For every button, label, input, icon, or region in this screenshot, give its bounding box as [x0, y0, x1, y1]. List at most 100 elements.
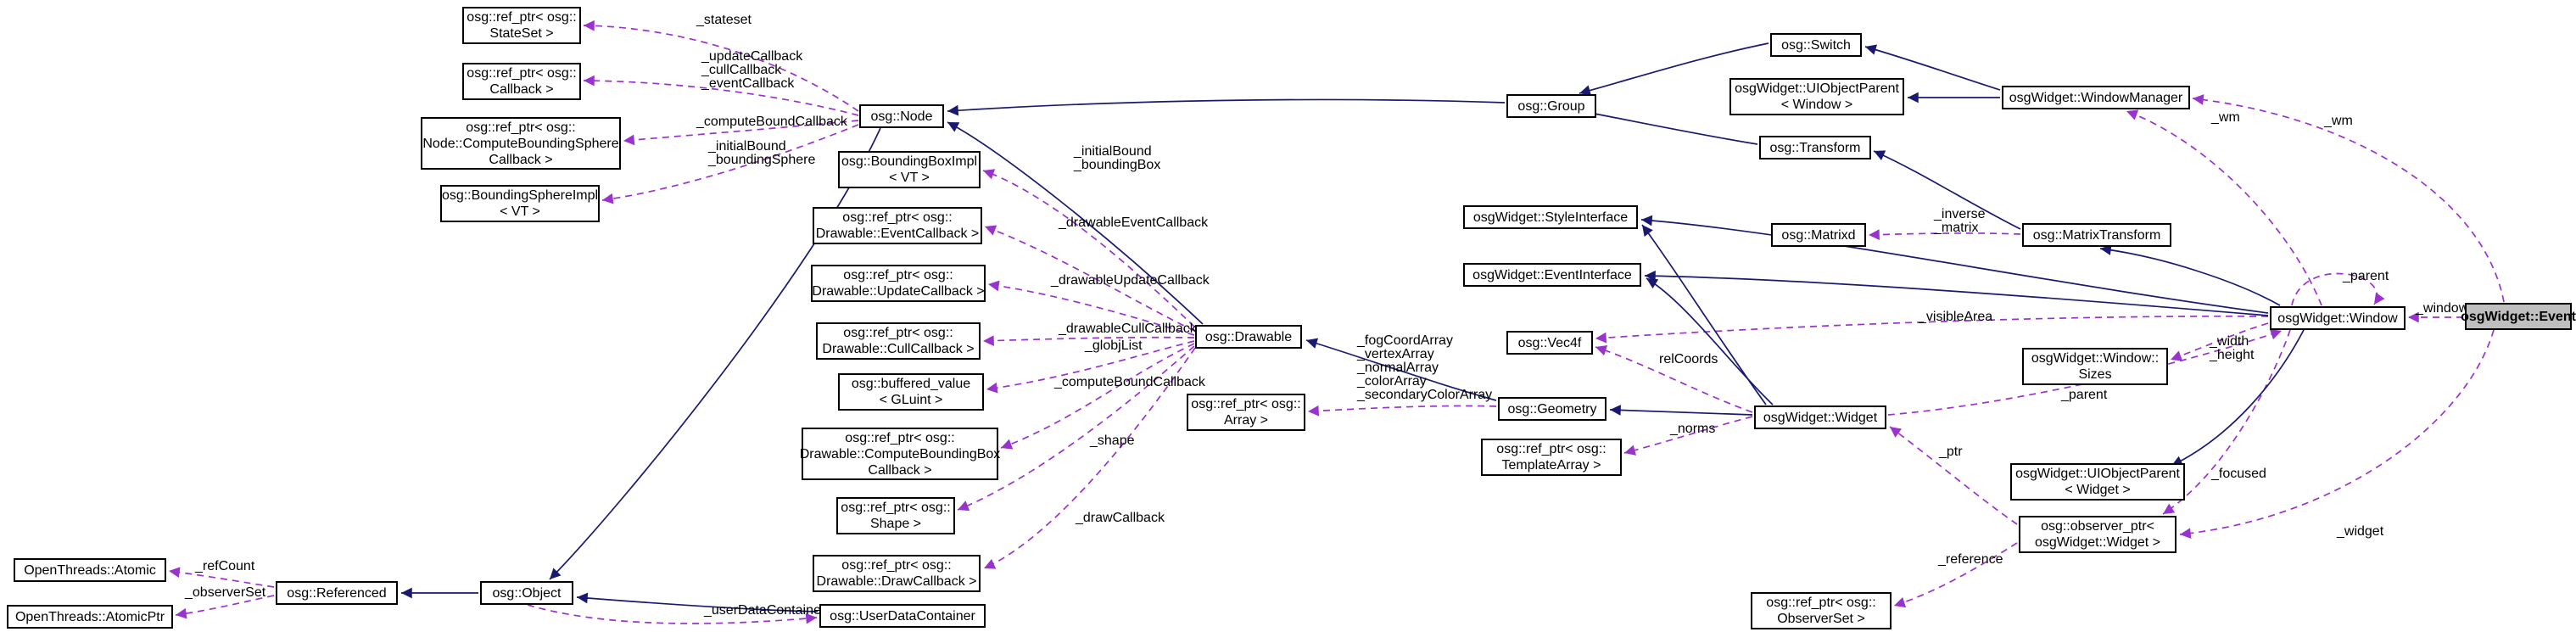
class-node-label: Drawable::ComputeBoundingBox: [799, 446, 1001, 461]
class-node-ref-shape[interactable]: osg::ref_ptr< osg::Shape >: [836, 497, 955, 534]
class-node-label: Callback >: [489, 152, 553, 167]
class-node-label: osg::ref_ptr< osg::: [845, 430, 955, 445]
class-node-ref-drawable-computeboundingboxcallback[interactable]: osg::ref_ptr< osg::Drawable::ComputeBoun…: [799, 428, 1001, 480]
class-node-transform[interactable]: osg::Transform: [1759, 136, 1871, 159]
class-node-openthreads-atomic[interactable]: OpenThreads::Atomic: [14, 558, 166, 582]
edge-label-group: _stateset_updateCallback_cullCallback_ev…: [184, 13, 2469, 618]
edge-label-node-to-computeboundcallback: _computeBoundCallback: [696, 115, 848, 129]
class-node-vec4f[interactable]: osg::Vec4f: [1506, 331, 1593, 355]
edge-window-to-visiblearea: [1595, 315, 2269, 344]
class-node-object[interactable]: osg::Object: [480, 581, 573, 605]
edge-label-event-to-widget: _widget: [2336, 524, 2384, 539]
class-node-drawable[interactable]: osg::Drawable: [1195, 325, 1302, 349]
edge-label-widget-to-norms: _norms: [1669, 422, 1715, 436]
edge-widget-to-norms: [1623, 416, 1753, 456]
class-node-uiobjectparent-widget[interactable]: osgWidget::UIObjectParent< Widget >: [2010, 463, 2185, 501]
edge-label-matrixtransform-to-matrix: _matrix: [1933, 221, 1978, 235]
class-node-label: osg::ref_ptr< osg::: [843, 268, 953, 282]
class-node-window-sizes[interactable]: osgWidget::Window::Sizes: [2022, 348, 2168, 385]
edge-label-node-to-callback: _eventCallback: [701, 76, 795, 91]
class-node-styleinterface[interactable]: osgWidget::StyleInterface: [1463, 205, 1638, 229]
class-node-openthreads-atomicptr[interactable]: OpenThreads::AtomicPtr: [7, 605, 173, 629]
class-node-eventinterface[interactable]: osgWidget::EventInterface: [1463, 263, 1641, 287]
class-node-label: osg::Referenced: [287, 585, 387, 601]
class-node-label: OpenThreads::AtomicPtr: [14, 609, 165, 624]
class-node-geometry[interactable]: osg::Geometry: [1498, 397, 1607, 421]
edge-label-node-to-stateset: _stateset: [696, 13, 752, 27]
edge-label-event-to-window: _window: [2415, 301, 2469, 316]
edge-window-to-width-height: [2170, 322, 2269, 361]
class-node-label: osgWidget::Widget: [1763, 410, 1878, 425]
class-node-ref-array[interactable]: osg::ref_ptr< osg::Array >: [1187, 394, 1305, 431]
class-node-boundingboximpl[interactable]: osg::BoundingBoxImpl< VT >: [838, 151, 981, 188]
edge-label-observerptr-to-reference: _reference: [1937, 552, 2003, 567]
class-node-boundingsphereimpl[interactable]: osg::BoundingSphereImpl< VT >: [440, 185, 600, 222]
edge-widget-to-relcoords: [1595, 344, 1753, 413]
class-node-ref-callback[interactable]: osg::ref_ptr< osg::Callback >: [462, 63, 581, 100]
edge-label-widget-to-relcoords: relCoords: [1659, 352, 1718, 366]
edge-label-drawable-to-eventcallback: _drawableEventCallback: [1058, 215, 1209, 230]
class-node-windowmanager[interactable]: osgWidget::WindowManager: [2002, 86, 2190, 109]
class-node-matrixd[interactable]: osg::Matrixd: [1771, 223, 1866, 247]
class-node-referenced[interactable]: osg::Referenced: [276, 581, 398, 605]
edge-window-inherits-styleinterface: [1640, 215, 2269, 314]
class-node-observer-ptr-widget[interactable]: osg::observer_ptr<osgWidget::Widget >: [2019, 516, 2176, 553]
class-node-uiobjectparent-window[interactable]: osgWidget::UIObjectParent< Window >: [1729, 78, 1904, 115]
class-node-node[interactable]: osg::Node: [859, 104, 944, 128]
edge-drawable-to-cullcallback: [982, 335, 1195, 346]
edge-drawable-to-globjlist: [986, 340, 1195, 394]
class-node-matrixtransform[interactable]: osg::MatrixTransform: [2022, 223, 2171, 247]
class-node-label: Drawable::UpdateCallback >: [812, 284, 985, 299]
class-node-ref-observerset[interactable]: osg::ref_ptr< osg::ObserverSet >: [1751, 592, 1891, 629]
edge-object-to-userdatacontainer: [527, 604, 818, 624]
edge-windowmanager-inherits-switch: [1864, 44, 2001, 91]
edge-label-drawable-to-computeboundcallback: _computeBoundCallback: [1053, 375, 1206, 389]
edge-label-drawable-to-drawcallback: _drawCallback: [1075, 511, 1165, 525]
class-node-ref-drawable-updatecallback[interactable]: osg::ref_ptr< osg::Drawable::UpdateCallb…: [811, 265, 986, 302]
class-node-ref-node-computeboundingspherecallback[interactable]: osg::ref_ptr< osg::Node::ComputeBounding…: [421, 117, 621, 170]
edge-referenced-to-observerset: [175, 595, 275, 619]
class-node-ref-drawable-eventcallback[interactable]: osg::ref_ptr< osg::Drawable::EventCallba…: [813, 207, 982, 244]
class-node-label: osg::BoundingSphereImpl: [441, 188, 599, 203]
edge-drawable-to-boundingbox: [982, 169, 1195, 327]
class-node-label: osg::Switch: [1781, 37, 1851, 53]
edge-label-referenced-to-observerset: _observerSet: [184, 585, 266, 600]
edge-label-widget-to-parent-window: _parent: [2060, 388, 2108, 402]
edge-widget-inherits-eventinterface: [1646, 277, 1774, 405]
class-node-label: osg::ref_ptr< osg::: [466, 120, 576, 135]
class-node-userdatacontainer[interactable]: osg::UserDataContainer: [819, 604, 986, 628]
edge-window-inherits-uiobjectparent-widget: [2171, 329, 2305, 467]
edge-label-window-to-focused: _focused: [2210, 467, 2266, 481]
class-node-label: osg::ref_ptr< osg::: [841, 501, 951, 515]
edge-window-inherits-eventinterface: [1644, 270, 2269, 316]
edge-widget-inherits-geometry: [1609, 405, 1753, 416]
edge-drawable-inherits-node: [947, 121, 1204, 325]
class-node-switch[interactable]: osg::Switch: [1770, 33, 1862, 57]
class-node-window[interactable]: osgWidget::Window: [2270, 306, 2406, 330]
class-node-ref-templatearray[interactable]: osg::ref_ptr< osg::TemplateArray >: [1481, 439, 1622, 476]
class-node-label: Node::ComputeBoundingSphere: [422, 136, 619, 151]
edge-node-to-callback: [583, 75, 859, 116]
class-node-label: osgWidget::Widget >: [2034, 535, 2161, 550]
class-node-ref-drawable-drawcallback[interactable]: osg::ref_ptr< osg::Drawable::DrawCallbac…: [813, 555, 981, 592]
class-node-label: < VT >: [889, 171, 930, 185]
class-node-label: osg::buffered_value: [851, 377, 971, 391]
edge-label-geometry-to-arrays: _secondaryColorArray: [1356, 388, 1492, 402]
edge-group-inherits-node: [947, 98, 1506, 116]
edge-label-node-to-callback: _cullCallback: [701, 63, 782, 77]
class-node-ref-drawable-cullcallback[interactable]: osg::ref_ptr< osg::Drawable::CullCallbac…: [816, 322, 981, 360]
class-node-buffered-value-gluint[interactable]: osg::buffered_value< GLuint >: [838, 373, 984, 411]
class-node-group[interactable]: osg::Group: [1506, 94, 1596, 118]
class-node-label: osgWidget::UIObjectParent: [1735, 81, 1899, 96]
edge-window-to-wm: [2126, 109, 2322, 306]
class-node-label: < GLuint >: [879, 393, 943, 407]
edge-label-window-to-wm: _wm: [2210, 110, 2240, 125]
class-node-label: OpenThreads::Atomic: [24, 562, 156, 578]
class-node-widget[interactable]: osgWidget::Widget: [1754, 405, 1886, 429]
edge-label-geometry-to-arrays: _normalArray: [1356, 361, 1439, 375]
edge-label-geometry-to-arrays: _colorArray: [1356, 374, 1427, 389]
class-node-ref-stateset[interactable]: osg::ref_ptr< osg::StateSet >: [462, 7, 581, 44]
class-node-label: < Widget >: [2065, 483, 2131, 497]
class-node-label: osg::Node: [870, 109, 933, 124]
edge-label-referenced-to-refcount: _refCount: [194, 559, 255, 573]
